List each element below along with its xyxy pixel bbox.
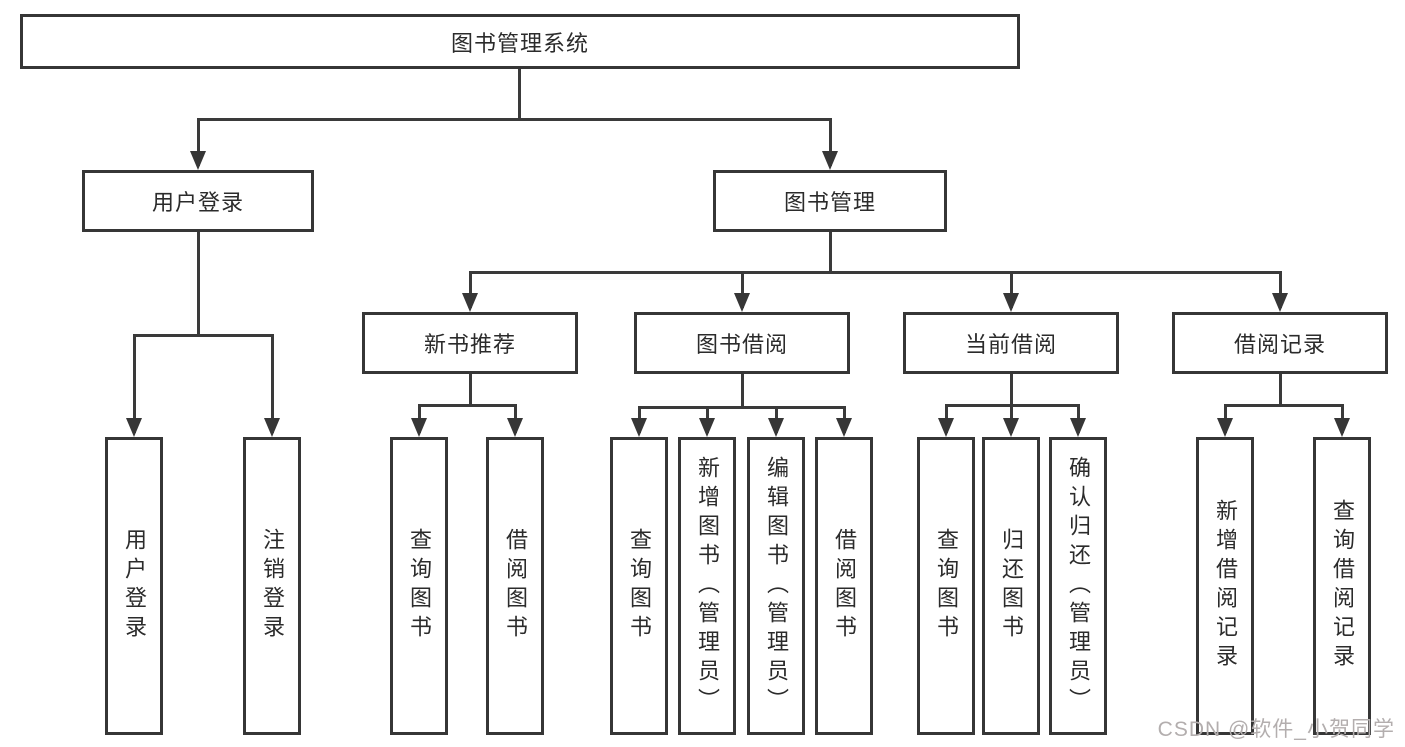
connector-stem-borrowing-records <box>1278 374 1282 405</box>
node-current-borrowing: 当前借阅 <box>903 312 1119 374</box>
arrow-down-icon <box>507 418 523 437</box>
arrow-down-icon <box>631 418 647 437</box>
node-leaf-query-book-2: 查询图书 <box>610 437 668 735</box>
arrow-down-icon <box>411 418 427 437</box>
connector-stem-book-management <box>828 232 832 272</box>
node-user-login: 用户登录 <box>82 170 314 232</box>
arrow-down-icon <box>190 151 206 170</box>
arrow-down-icon <box>699 418 715 437</box>
connector-rail-root <box>196 117 832 121</box>
node-leaf-add-borrow-record: 新增借阅记录 <box>1196 437 1254 735</box>
connector-drop-user-login <box>270 335 274 433</box>
node-leaf-borrow-book-1: 借阅图书 <box>486 437 544 735</box>
node-leaf-query-borrow-record: 查询借阅记录 <box>1313 437 1371 735</box>
arrow-down-icon <box>1272 293 1288 312</box>
arrow-down-icon <box>836 418 852 437</box>
connector-drop-book-management <box>468 272 472 308</box>
connector-rail-book-borrowing <box>637 405 846 409</box>
arrow-down-icon <box>768 418 784 437</box>
connector-rail-book-management <box>468 270 1282 274</box>
arrow-down-icon <box>1003 293 1019 312</box>
arrow-down-icon <box>1003 418 1019 437</box>
connector-drop-book-management <box>740 272 744 308</box>
connector-stem-current-borrowing <box>1009 374 1013 405</box>
node-leaf-confirm-return: 确认归还（管理员） <box>1049 437 1107 735</box>
node-leaf-add-book: 新增图书（管理员） <box>678 437 736 735</box>
connector-drop-root <box>196 119 200 166</box>
node-borrowing-records: 借阅记录 <box>1172 312 1388 374</box>
node-leaf-query-book-1: 查询图书 <box>390 437 448 735</box>
node-leaf-edit-book: 编辑图书（管理员） <box>747 437 805 735</box>
arrow-down-icon <box>1334 418 1350 437</box>
connector-drop-book-management <box>1009 272 1013 308</box>
connector-rail-borrowing-records <box>1223 403 1344 407</box>
arrow-down-icon <box>1070 418 1086 437</box>
node-leaf-query-book-3: 查询图书 <box>917 437 975 735</box>
arrow-down-icon <box>734 293 750 312</box>
node-leaf-return-book: 归还图书 <box>982 437 1040 735</box>
csdn-watermark: CSDN @软件_小贺同学 <box>1157 718 1395 741</box>
node-book-borrowing: 图书借阅 <box>634 312 850 374</box>
node-new-book-recommend: 新书推荐 <box>362 312 578 374</box>
connector-stem-user-login <box>196 232 200 335</box>
node-leaf-borrow-book-2: 借阅图书 <box>815 437 873 735</box>
arrow-down-icon <box>126 418 142 437</box>
connector-drop-root <box>828 119 832 166</box>
node-leaf-user-login: 用户登录 <box>105 437 163 735</box>
connector-rail-user-login <box>132 333 274 337</box>
connector-stem-new-book-recommend <box>468 374 472 405</box>
connector-stem-root <box>517 69 521 119</box>
node-leaf-logout: 注销登录 <box>243 437 301 735</box>
arrow-down-icon <box>462 293 478 312</box>
node-root: 图书管理系统 <box>20 14 1020 69</box>
arrow-down-icon <box>264 418 280 437</box>
node-book-management: 图书管理 <box>713 170 947 232</box>
connector-rail-new-book-recommend <box>417 403 517 407</box>
arrow-down-icon <box>822 151 838 170</box>
arrow-down-icon <box>938 418 954 437</box>
connector-drop-book-management <box>1278 272 1282 308</box>
connector-drop-user-login <box>132 335 136 433</box>
connector-stem-book-borrowing <box>740 374 744 407</box>
arrow-down-icon <box>1217 418 1233 437</box>
